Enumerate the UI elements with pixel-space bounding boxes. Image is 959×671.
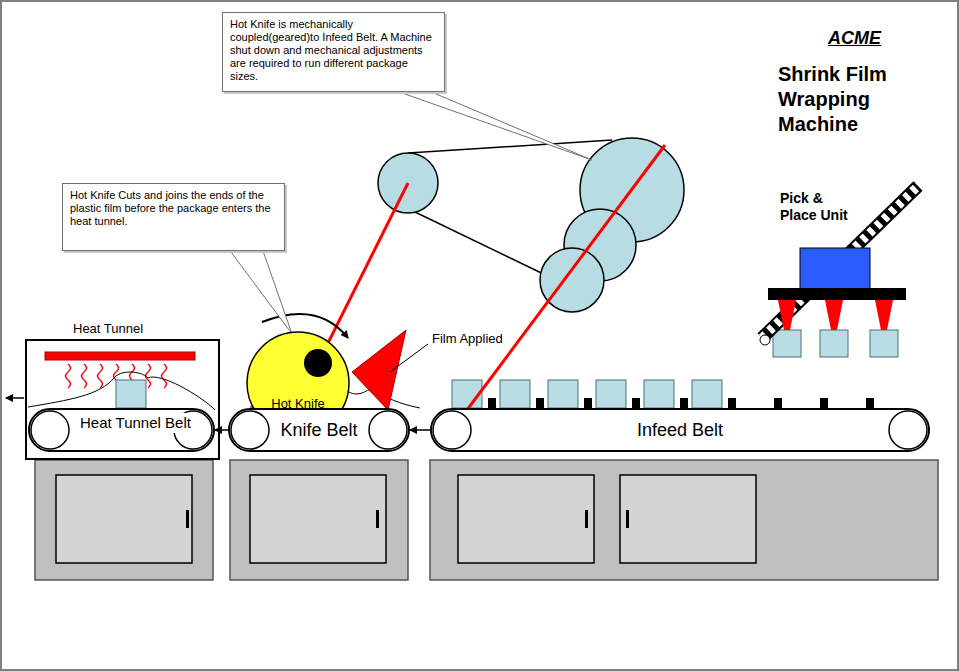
belt-cleats bbox=[488, 398, 874, 408]
callout-box: Hot Knife Cuts and joins the ends of the… bbox=[62, 183, 285, 251]
conveyor-belt: Knife Belt bbox=[228, 408, 410, 452]
node-text: Infeed Belt bbox=[635, 420, 725, 440]
node-text: Heat Tunnel Belt bbox=[78, 413, 193, 433]
pick-and-place bbox=[760, 186, 918, 345]
node-text: Heat Tunnel bbox=[73, 321, 143, 336]
belt-drive bbox=[318, 138, 684, 430]
title: ACME bbox=[828, 28, 881, 49]
leader-line bbox=[390, 344, 428, 372]
part-label: Film Applied bbox=[430, 331, 505, 347]
knife-blade bbox=[352, 330, 406, 410]
callout-box: Hot Knife is mechanically coupled(geared… bbox=[222, 12, 445, 92]
conveyor-belt: Infeed Belt bbox=[430, 408, 930, 452]
node-text: Hot Knife is mechanically coupled(geared… bbox=[230, 18, 437, 83]
exit-arrow bbox=[6, 397, 24, 399]
heat-tunnel: Heat TunnelHeat Tunnel Belt bbox=[25, 318, 220, 460]
cabinets bbox=[35, 460, 938, 580]
callout-tail bbox=[228, 248, 292, 334]
machine-name: Shrink Film Wrapping Machine bbox=[778, 62, 928, 137]
node-text: Hot Knife Cuts and joins the ends of the… bbox=[70, 189, 277, 228]
heater-bar bbox=[45, 352, 195, 360]
node-text: Knife Belt bbox=[278, 420, 359, 440]
part-label: Pick & Place Unit bbox=[780, 190, 860, 224]
conveyor-belt: Heat Tunnel Belt bbox=[28, 408, 215, 452]
flow-arrow bbox=[215, 429, 228, 431]
callout-tail bbox=[388, 88, 592, 160]
flow-arrow bbox=[410, 429, 430, 431]
packages bbox=[116, 330, 898, 408]
